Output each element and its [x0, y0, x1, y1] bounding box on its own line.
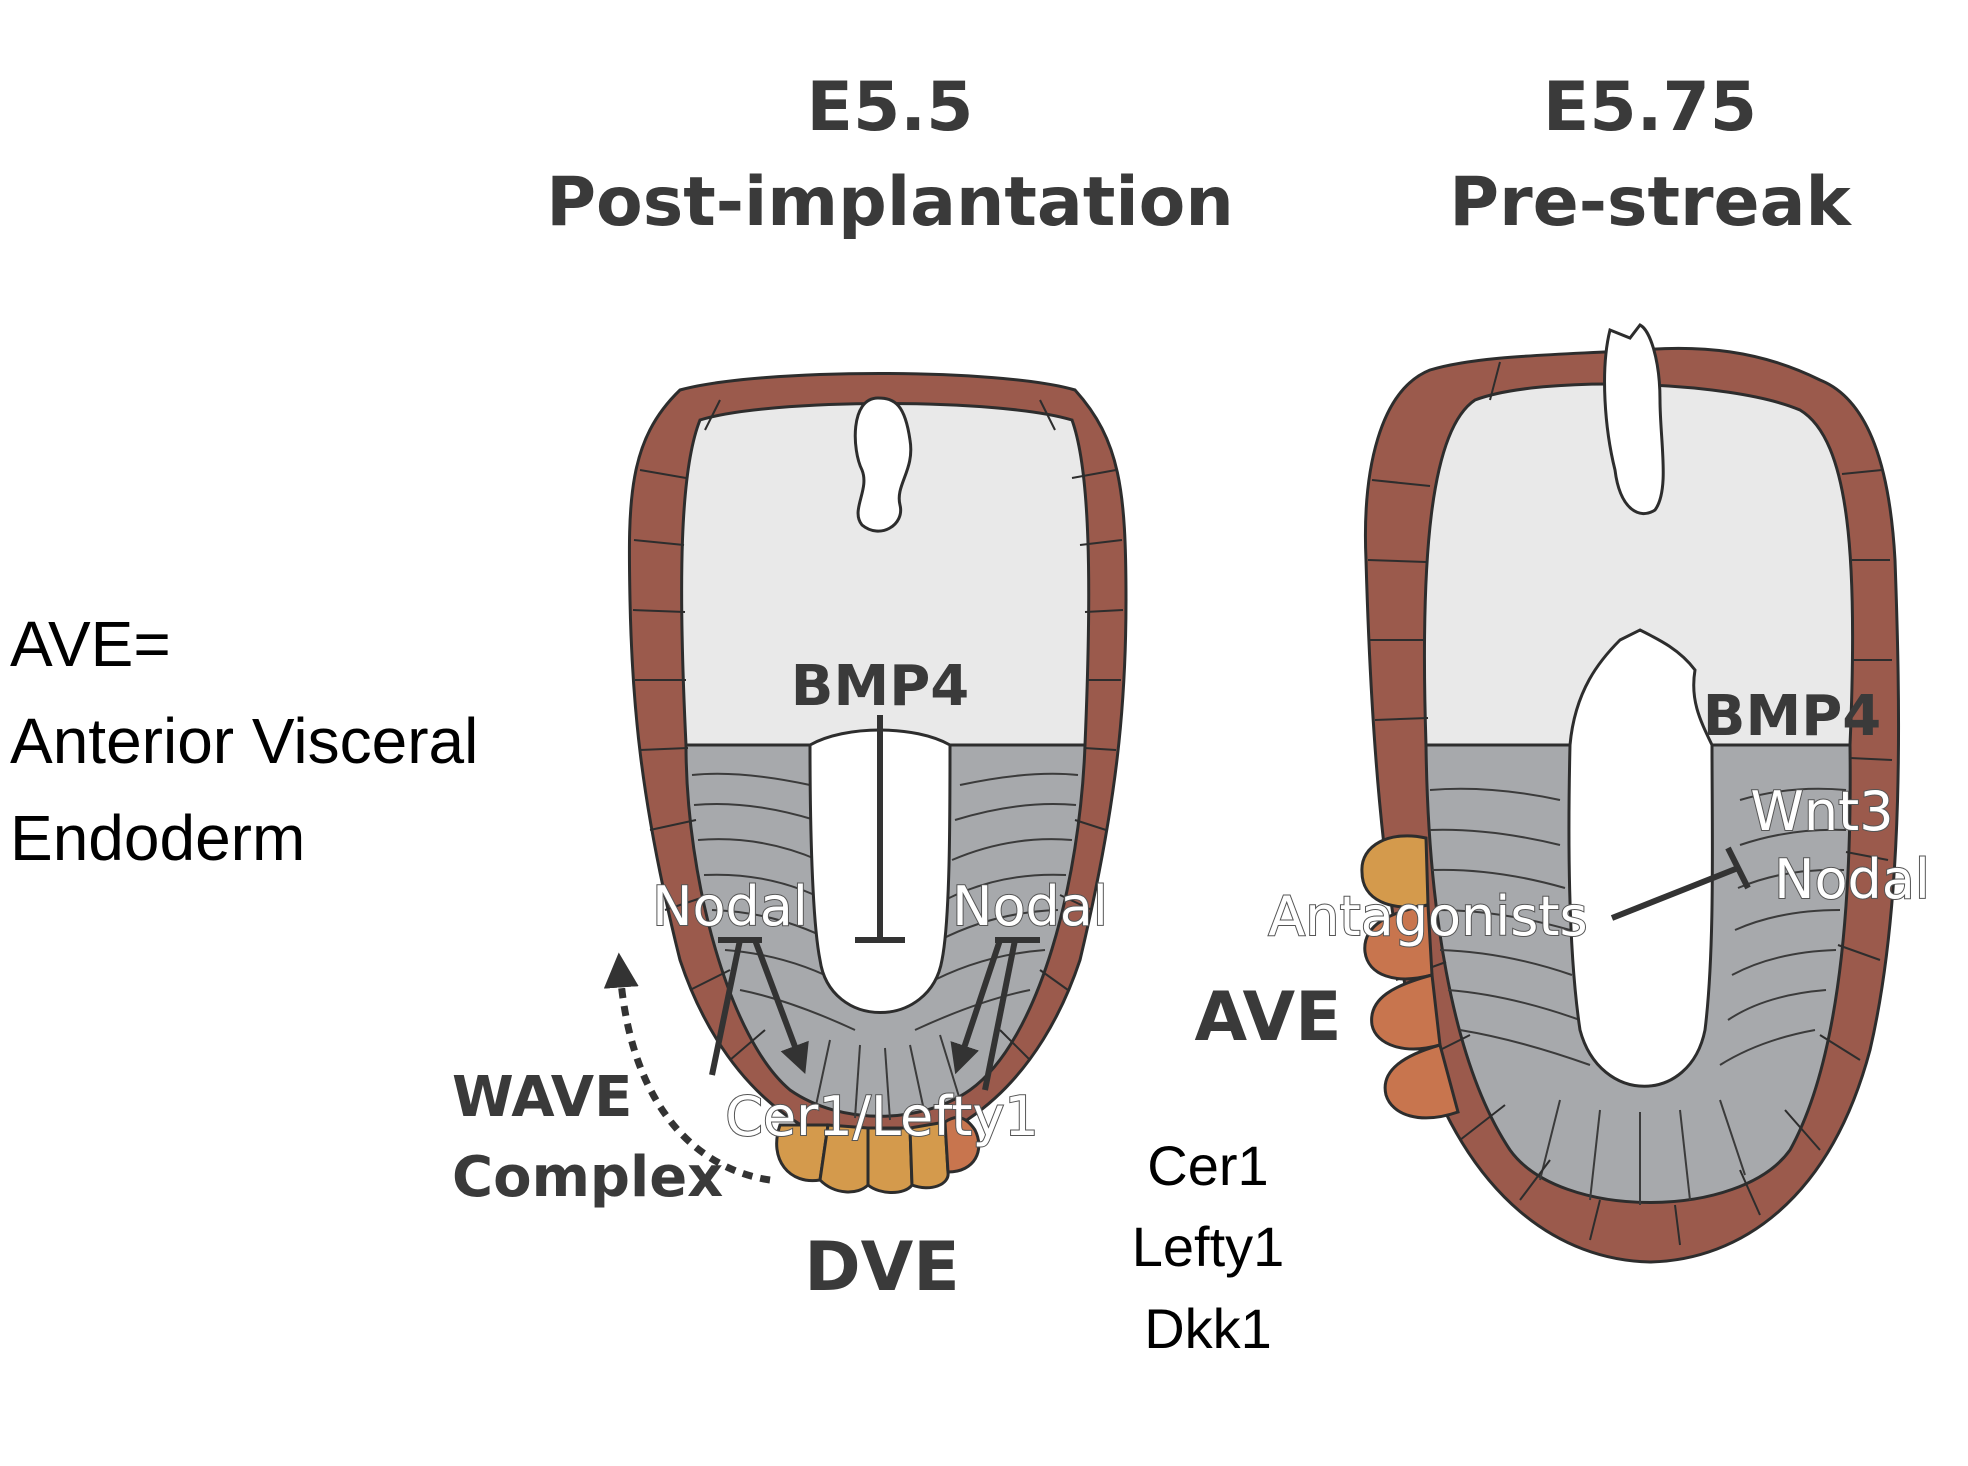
dve-cells — [775, 1116, 981, 1194]
gene-list-item-1: Cer1 — [1147, 1134, 1268, 1197]
legend-line-3: Endoderm — [10, 802, 305, 874]
nodal-right-label: Nodal — [952, 875, 1108, 938]
wave-label: WAVE — [452, 1065, 632, 1130]
embryo-e5-5 — [603, 372, 1128, 1194]
nodal-left-inhibition — [709, 939, 743, 1076]
ectoplacental-slit-right — [1603, 323, 1665, 516]
ve-segments-left — [632, 399, 1124, 1061]
stage-left-day: E5.5 — [807, 68, 974, 147]
ectoplacental-slit-left — [853, 396, 913, 533]
complex-label: Complex — [452, 1145, 723, 1210]
ave-cells — [1360, 834, 1460, 1120]
wave-dashed-arrow — [603, 952, 771, 1184]
bmp4-label-right: BMP4 — [1703, 684, 1881, 749]
nodal-left-arrow — [752, 938, 809, 1075]
gene-list-item-3: Dkk1 — [1144, 1297, 1272, 1360]
stage-right-day: E5.75 — [1543, 68, 1757, 147]
embryo-e5-75 — [1360, 323, 1901, 1264]
stage-left-name: Post-implantation — [546, 163, 1234, 242]
proamniotic-cavity-right — [1567, 628, 1714, 1088]
stage-right-name: Pre-streak — [1449, 163, 1852, 242]
dve-label: DVE — [804, 1228, 960, 1307]
wnt3-label: Wnt3 — [1750, 780, 1893, 843]
nodal-label-right: Nodal — [1774, 848, 1930, 911]
legend-line-2: Anterior Visceral — [10, 705, 478, 777]
nodal-left-label: Nodal — [652, 875, 808, 938]
antagonists-label: Antagonists — [1268, 885, 1587, 948]
ave-label: AVE — [1194, 978, 1341, 1057]
epiblast-cell-lines-left — [691, 772, 1079, 1121]
nodal-right-arrow — [950, 939, 1003, 1075]
antagonists-inhibition-bar — [1725, 846, 1751, 890]
legend-line-1: AVE= — [10, 608, 171, 680]
bmp4-label-left: BMP4 — [791, 654, 969, 719]
nodal-right-inhibition — [982, 939, 1018, 1091]
antagonists-inhibition-line — [1610, 865, 1740, 921]
gene-list-item-2: Lefty1 — [1132, 1215, 1285, 1278]
cer1-lefty1-label: Cer1/Lefty1 — [725, 1085, 1039, 1148]
